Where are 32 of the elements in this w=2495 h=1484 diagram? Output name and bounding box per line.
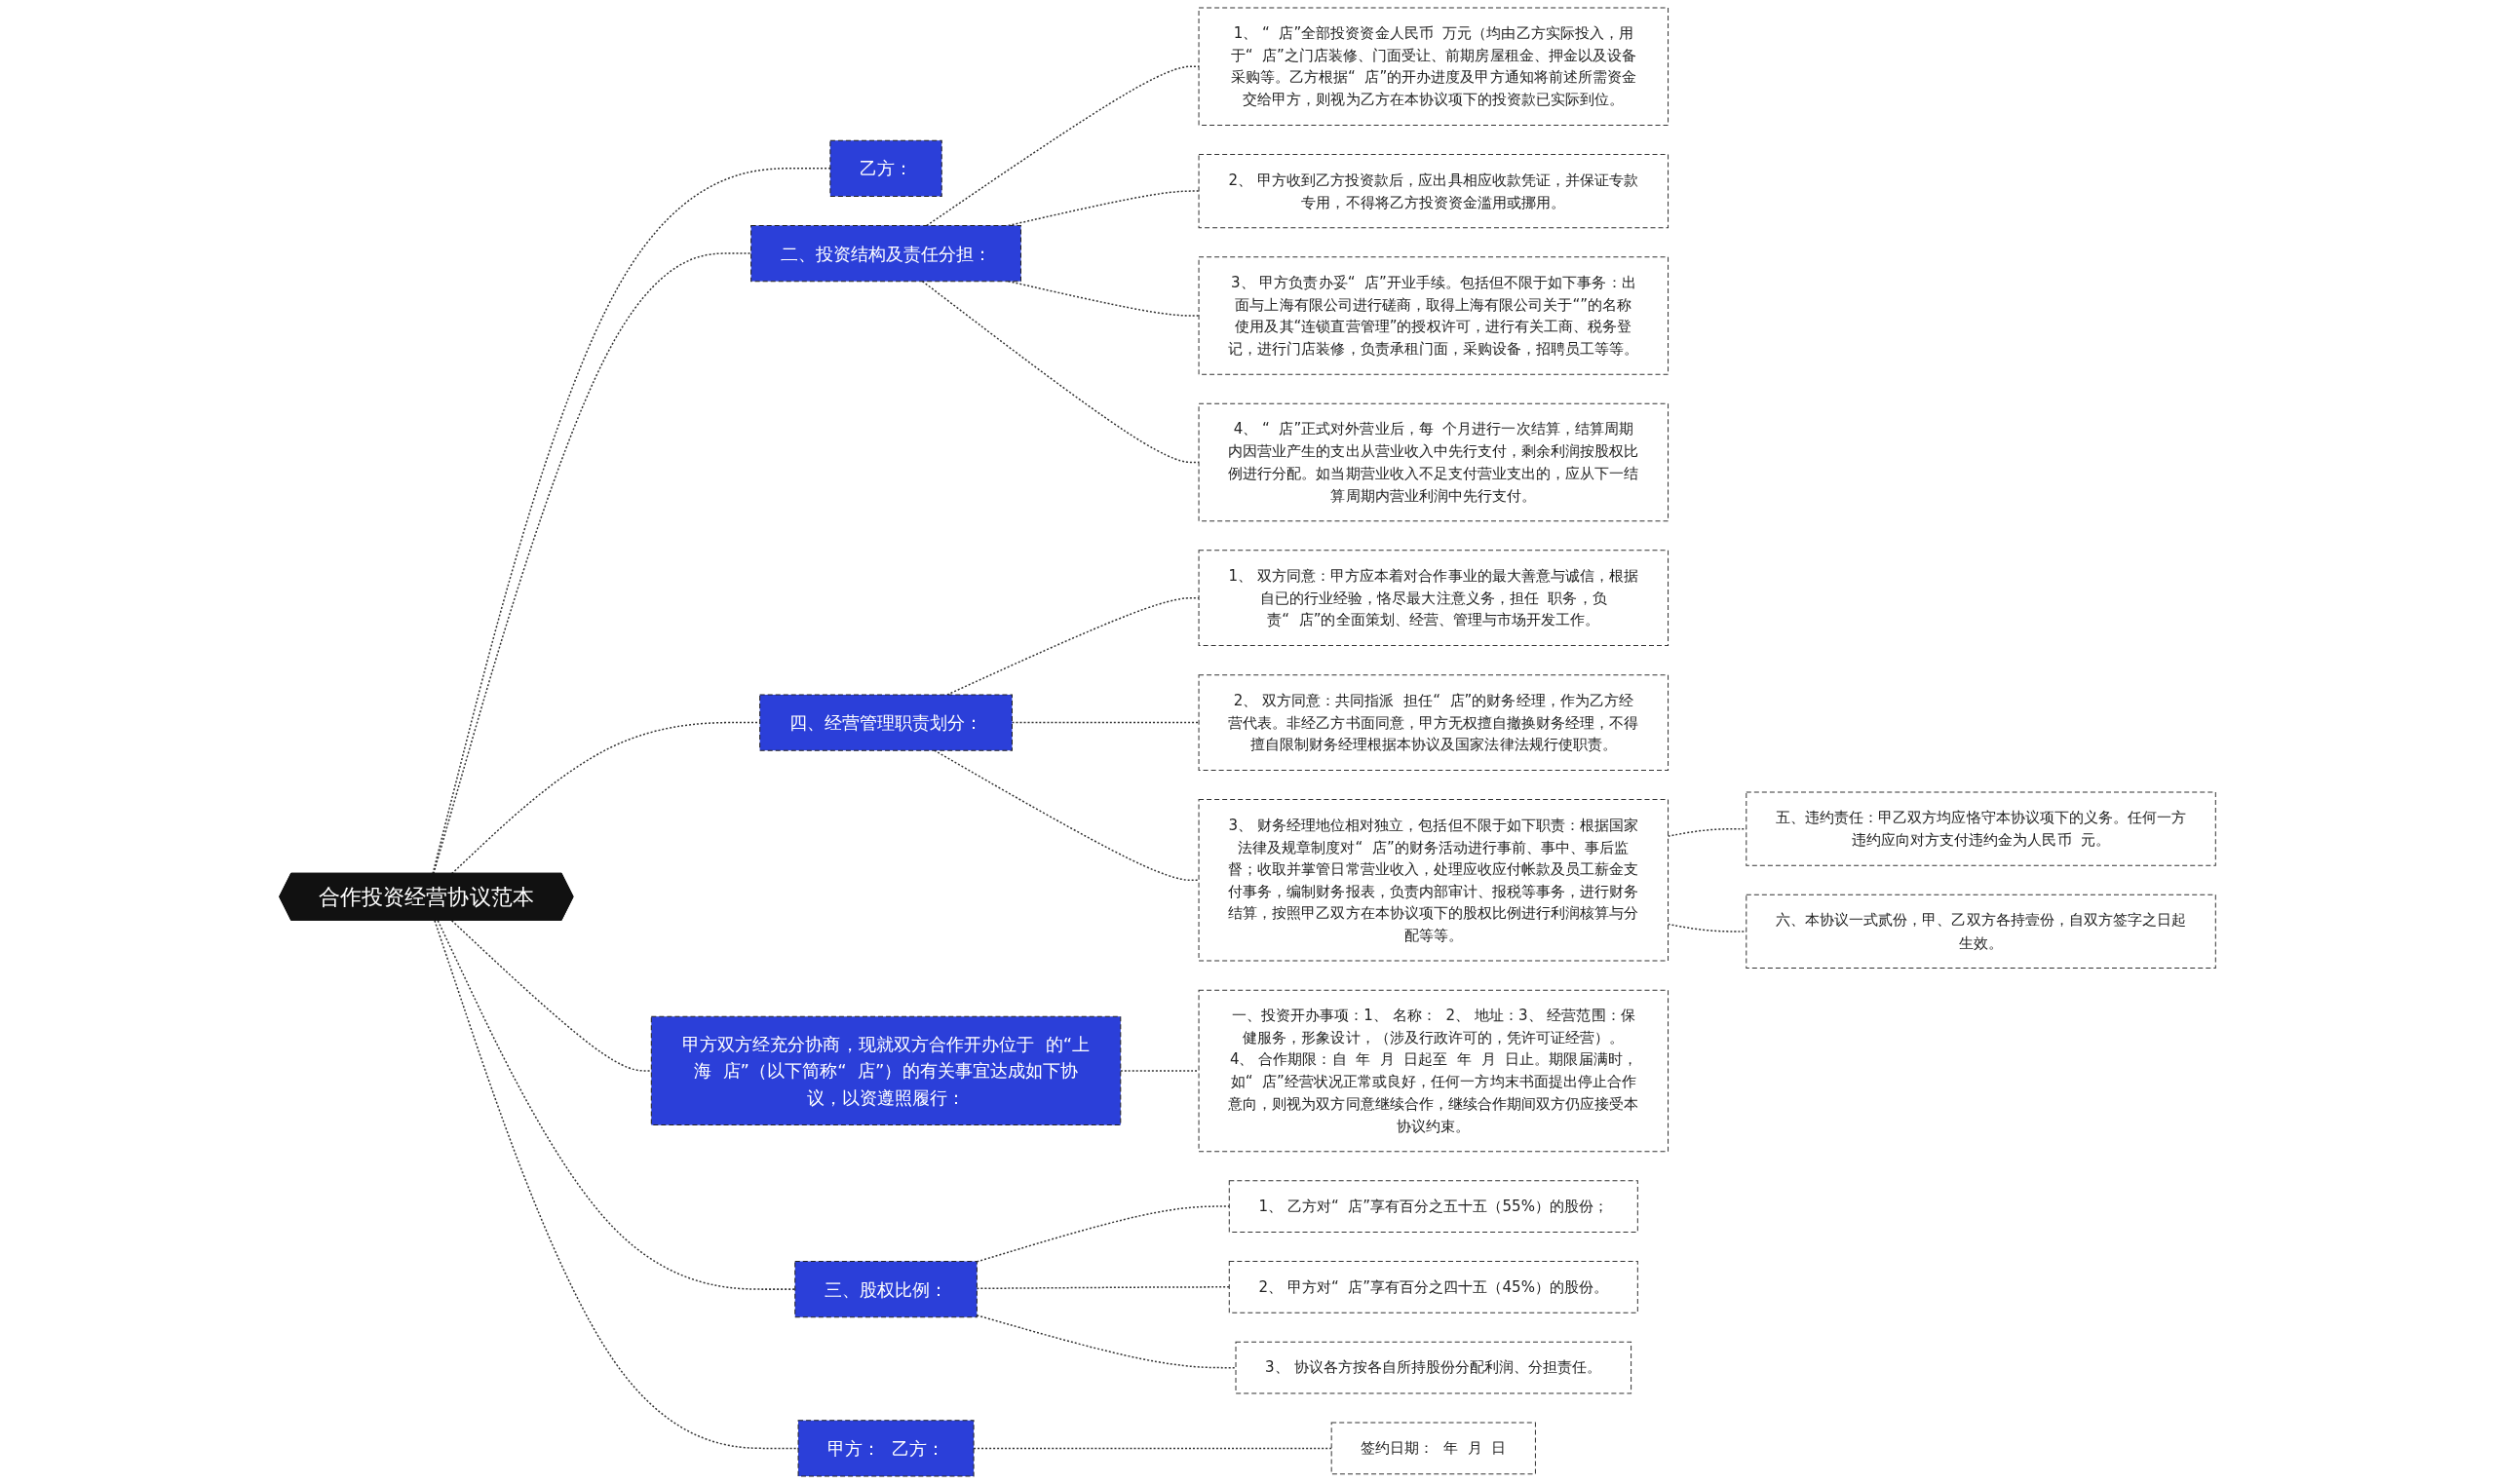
connector: [921, 280, 1200, 464]
connector: [450, 920, 653, 1072]
node-box: 三、股权比例：: [794, 1261, 978, 1318]
node-box: 一、投资开办事项：1、 名称： 2、 地址：3、 经营范围：保健服务，形象设计，（涉及行政许可的，凭许可证经营）。4、 合作期限：自 年 月 日起至 年 月 日止。期限届满时，如“ 店”经营状况正常或良好，任何一方均末书面提出停止合作意向，则视为双方同意继续合作，继续合作期间双方仍应接受本协议约束。: [1198, 989, 1670, 1153]
connector: [973, 1447, 1332, 1450]
node-box: 2、 甲方收到乙方投资款后，应出具相应收款凭证，并保证专款专用，不得将乙方投资资金滥用或挪用。: [1198, 154, 1670, 229]
node-box: 2、 甲方对“ 店”享有百分之四十五（45%）的股份。: [1228, 1261, 1638, 1313]
node-box: 六、本协议一式贰份，甲、乙双方各持壹份，自双方签字之日起生效。: [1746, 894, 2216, 970]
connector: [434, 920, 799, 1450]
node-box: 乙方：: [829, 139, 942, 197]
connector: [1011, 721, 1200, 724]
node-box: 1、 乙方对“ 店”享有百分之五十五（55%）的股份；: [1228, 1180, 1638, 1233]
connector: [1120, 1070, 1200, 1072]
node-box: 1、 双方同意：甲方应本着对合作事业的最大善意与诚信，根据自已的行业经验，恪尽最大注意义务，担任 职务，负责“ 店”的全面策划、经营、管理与市场开发工作。: [1198, 550, 1670, 647]
node-box: 二、投资结构及责任分担：: [750, 224, 1021, 283]
connector: [437, 920, 796, 1290]
node-box: 2、 双方同意：共同指派 担任“ 店”的财务经理，作为乙方经营代表。非经乙方书面同意，甲方无权擅自撤换财务经理，不得擅自限制财务经理根据本协议及国家法律法规行使职责。: [1198, 674, 1670, 771]
node-box: 3、 协议各方按各自所持股份分配利润、分担责任。: [1235, 1341, 1632, 1394]
node-box: 1、 “ 店”全部投资资金人民币 万元（均由乙方实际投入，用于“ 店”之门店装修、门面受让、前期房屋租金、押金以及设备采购等。乙方根据“ 店”的开办进度及甲方通知将前述所需资金交给甲方，则视为乙方在本协议项下的投资款已实际到位。: [1198, 7, 1670, 126]
node-box: 甲方： 乙方：: [797, 1420, 975, 1477]
connector: [926, 65, 1200, 227]
connector: [976, 1314, 1237, 1369]
node-box: 甲方双方经充分协商，现就双方合作开办位于 的“上海 店”（以下简称“ 店”）的有关事宜达成如下协议，以资遵照履行：: [650, 1015, 1122, 1126]
node-box: 3、 甲方负责办妥“ 店”开业手续。包括但不限于如下事务：出面与上海有限公司进行磋商，取得上海有限公司关于“”的名称使用及其“连锁直营管理”的授权许可，进行有关工商、税务登记，进行门店装修，负责承租门面，采购设备，招聘员工等等。: [1198, 256, 1670, 375]
node-box: 四、经营管理职责划分：: [759, 694, 1013, 751]
node-box: 签约日期： 年 月 日: [1330, 1422, 1536, 1475]
node-box: 五、违约责任：甲乙双方均应恪守本协议项下的义务。任何一方违约应向对方支付违约金为人民币 元。: [1746, 791, 2216, 866]
connector: [976, 1205, 1231, 1263]
node-box: 4、 “ 店”正式对外营业后，每 个月进行一次结算，结算周期内因营业产生的支出从营业收入中先行支付，剩余利润按股权比例进行分配。如当期营业收入不足支付营业支出的，应从下一结算周期内营业利润中先行支付。: [1198, 402, 1670, 522]
node-box: 3、 财务经理地位相对独立，包括但不限于如下职责：根据国家法律及规章制度对“ 店”的财务活动进行事前、事中、事后监督；收取并掌管日常营业收入，处理应收应付帐款及员工薪金支付事务，编制财务报表，负责内部审计、报税等事务，进行财务结算，按照甲乙双方在本协议项下的股权比例进行利润核算与分配等等。: [1198, 799, 1670, 962]
connector: [976, 1286, 1231, 1290]
connector: [433, 252, 752, 875]
